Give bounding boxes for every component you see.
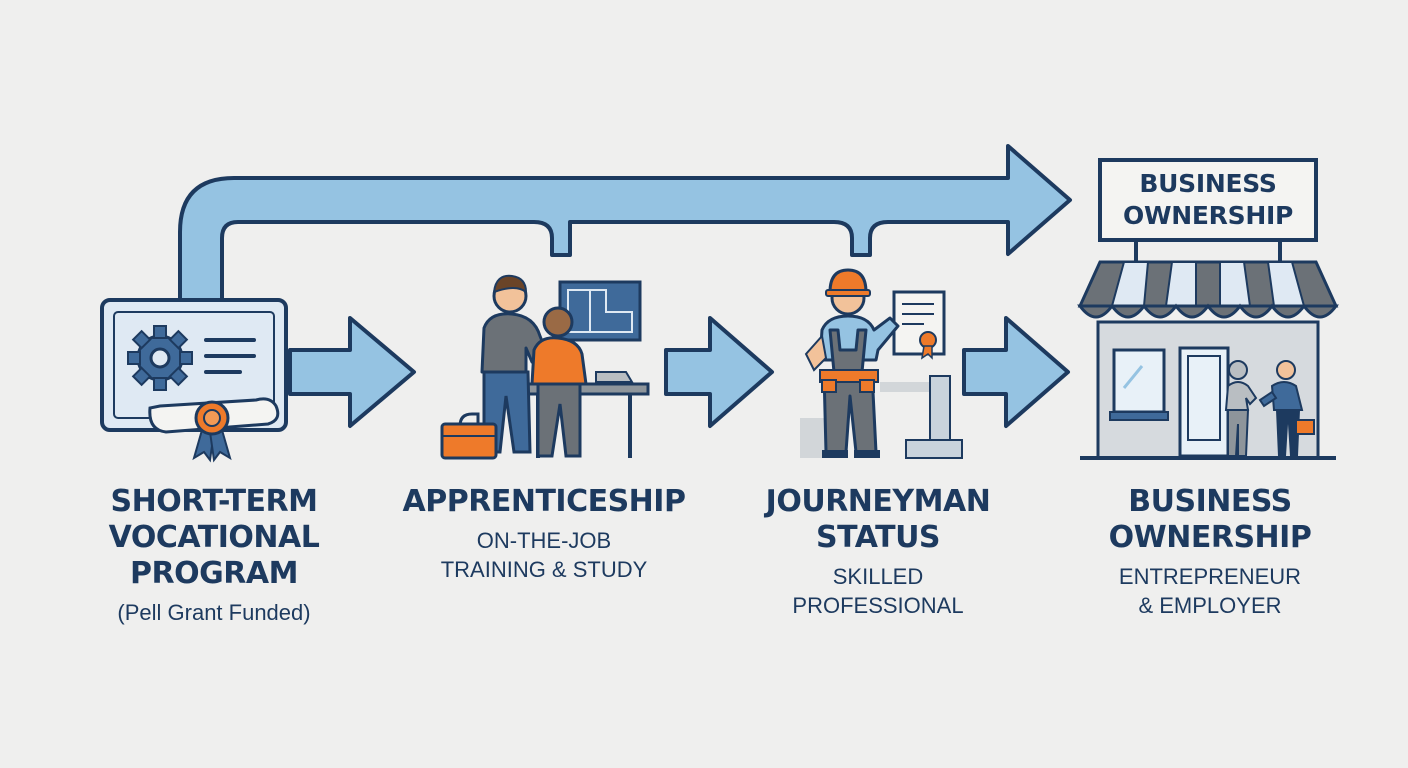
stage-title: BUSINESS OWNERSHIP [1108, 484, 1312, 555]
bypass-arrow [178, 144, 1072, 302]
business-sign [1098, 158, 1318, 242]
stage-journeyman: JOURNEYMAN STATUS SKILLED PROFESSIONAL [738, 484, 1018, 620]
certificate-icon [892, 290, 946, 360]
stage-subtitle: SKILLED PROFESSIONAL [792, 564, 964, 618]
toolbox-icon [440, 412, 498, 460]
stage-subtitle: (Pell Grant Funded) [117, 600, 311, 625]
stage-subtitle: ON-THE-JOB TRAINING & STUDY [440, 528, 648, 582]
storefront-icon [1077, 158, 1339, 460]
step-arrow-2 [664, 316, 774, 428]
stage-title: JOURNEYMAN STATUS [765, 484, 991, 555]
business-sign-text: BUSINESS OWNERSHIP [1123, 169, 1293, 230]
stage-title: SHORT-TERM VOCATIONAL PROGRAM [108, 484, 320, 591]
step-arrow-3 [962, 316, 1070, 428]
handshake-icon [1224, 360, 1315, 457]
gear-icon [127, 325, 193, 391]
stage-subtitle: ENTREPRENEUR & EMPLOYER [1118, 564, 1302, 618]
stage-business-ownership: BUSINESS OWNERSHIP ENTREPRENEUR & EMPLOY… [1066, 484, 1354, 620]
stage-vocational: SHORT-TERM VOCATIONAL PROGRAM (Pell Gran… [62, 484, 366, 627]
ribbon-icon [192, 400, 232, 463]
certificate-icon [100, 298, 288, 463]
step-arrow-1 [288, 316, 416, 428]
worker-icon [800, 268, 963, 459]
stage-apprenticeship: APPRENTICESHIP ON-THE-JOB TRAINING & STU… [382, 484, 706, 584]
blueprint-icon [558, 280, 642, 342]
stage-title: APPRENTICESHIP [402, 484, 686, 519]
mentor-icon [440, 274, 650, 460]
